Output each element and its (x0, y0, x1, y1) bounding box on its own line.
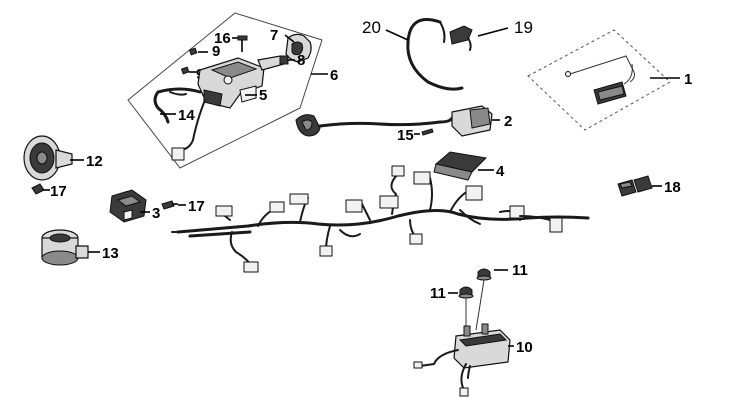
part-14-wire-loop (153, 87, 206, 161)
label-4: 4 (496, 163, 505, 180)
label-6: 6 (330, 67, 338, 84)
label-3: 3 (152, 205, 160, 222)
part-9-screw-upper (188, 47, 198, 56)
label-9-upper: 9 (212, 43, 220, 60)
label-13: 13 (102, 245, 119, 262)
part-19-connector (449, 25, 473, 51)
part-11-cap-upper (476, 268, 492, 281)
part-13-buzzer (41, 229, 89, 266)
label-18: 18 (664, 179, 681, 196)
part-9-screw-lower (180, 66, 190, 75)
part-4-module (433, 151, 488, 181)
label-17-left: 17 (50, 183, 67, 200)
part-15-screw (421, 128, 434, 136)
label-11-upper: 11 (512, 262, 528, 279)
label-19: 19 (514, 18, 533, 37)
part-5-switch-assembly (197, 57, 265, 109)
part-10-starter-relay (413, 323, 511, 397)
part-11-cap-lower (458, 286, 474, 299)
label-20: 20 (362, 18, 381, 37)
label-12: 12 (86, 153, 103, 170)
label-7: 7 (270, 27, 278, 44)
part-17-bolt-left (31, 183, 45, 195)
part-20-cable (406, 18, 464, 91)
label-5: 5 (259, 87, 267, 104)
main-wiring-harness (171, 165, 590, 273)
part-12-horn (23, 135, 73, 181)
label-16: 16 (214, 30, 231, 47)
label-17-middle: 17 (188, 198, 205, 215)
part-17-bolt-middle (161, 200, 178, 210)
label-11-lower: 11 (430, 285, 446, 302)
part-18-connector (617, 175, 653, 197)
label-15: 15 (397, 127, 414, 144)
label-2: 2 (504, 113, 512, 130)
part-1-group-box (527, 29, 671, 131)
part-16-screw (237, 35, 248, 52)
part-2-ignition-coil (295, 105, 493, 137)
label-14: 14 (178, 107, 195, 124)
part-3-relay (109, 189, 147, 223)
label-10: 10 (516, 339, 533, 356)
part-1-sender (565, 55, 635, 105)
part-7-cover (285, 33, 312, 63)
part-8-key-lock (257, 55, 289, 71)
label-1: 1 (684, 71, 692, 88)
label-8: 8 (297, 52, 305, 69)
